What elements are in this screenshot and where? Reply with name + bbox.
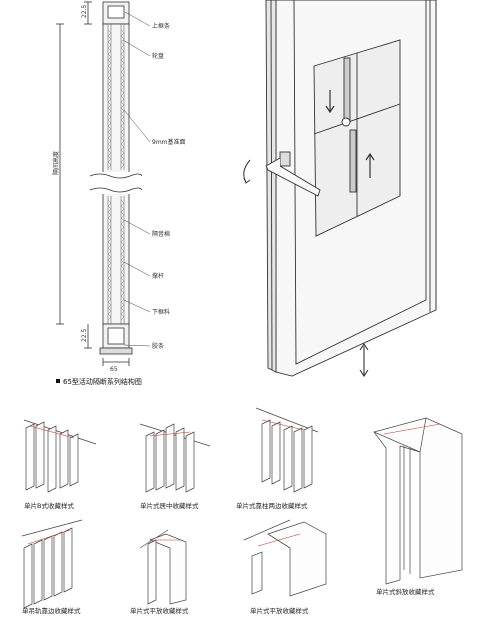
door-perspective xyxy=(243,0,437,377)
rotate-arrowhead-icon xyxy=(243,177,251,184)
section-view xyxy=(56,1,151,366)
bottom-updown-arrow-icon xyxy=(359,343,369,377)
break-band xyxy=(90,172,142,194)
door-inner-frame xyxy=(293,0,427,365)
spindle-hub xyxy=(341,117,351,127)
door-handle xyxy=(265,157,321,197)
handle-base xyxy=(279,151,291,167)
caption-style-7: 单片式平放收藏样式 xyxy=(250,606,309,615)
sketch-2 xyxy=(139,423,211,493)
seal-texture-right xyxy=(120,29,125,169)
dim-top: 22.5 xyxy=(81,4,88,18)
dim-width: 65 xyxy=(110,366,118,373)
sketch-6 xyxy=(139,529,187,605)
label-lower-frame: 下框料 xyxy=(152,308,170,316)
label-adhesive: 胶条 xyxy=(152,342,164,350)
caption-style-3: 单片式靠柱两边收藏样式 xyxy=(236,501,308,510)
label-glass: 9mm基准面 xyxy=(152,138,186,146)
caption-style-4: 单片式斜放收藏样式 xyxy=(376,587,435,596)
door-edge xyxy=(265,0,277,373)
upper-wheel xyxy=(107,5,125,19)
sketch-1 xyxy=(23,419,97,493)
label-wheel: 轮盘 xyxy=(152,52,164,60)
upper-spindle xyxy=(343,57,351,123)
dim-bottom: 22.5 xyxy=(81,328,88,342)
caption-style-6: 单片式平放收藏样式 xyxy=(130,606,189,615)
dim-height-label: 隔间高度 xyxy=(52,151,60,175)
section-title: 65型活动隔断系列结构图 xyxy=(63,377,142,386)
sketch-5 xyxy=(21,519,83,609)
lower-frame-inner xyxy=(107,327,125,345)
break-line-bottom xyxy=(89,187,143,193)
sketch-7 xyxy=(243,519,327,597)
floor-seal xyxy=(99,347,133,355)
seal-texture-right-lower xyxy=(120,199,125,321)
break-line-top xyxy=(89,173,143,179)
lower-spindle xyxy=(349,129,357,193)
storage-sketches xyxy=(21,407,463,609)
caption-style-1: 单片B式收藏样式 xyxy=(24,501,74,510)
sketch-4 xyxy=(373,417,463,585)
seal-texture-left-lower xyxy=(107,199,112,321)
arrow-up-icon xyxy=(365,152,375,178)
label-seal: 隔音棉 xyxy=(152,230,170,238)
label-rod: 撑杆 xyxy=(152,272,164,280)
sketch-3 xyxy=(255,407,319,493)
caption-style-5: 单吊轨靠边收藏样式 xyxy=(22,606,81,615)
caption-style-2: 单片式居中收藏样式 xyxy=(140,501,199,510)
leader-lines xyxy=(122,11,151,347)
label-upper-frame: 上框条 xyxy=(152,22,170,30)
seal-texture-left xyxy=(107,29,112,169)
title-bullet xyxy=(56,379,60,383)
arrow-down-icon xyxy=(325,90,335,114)
